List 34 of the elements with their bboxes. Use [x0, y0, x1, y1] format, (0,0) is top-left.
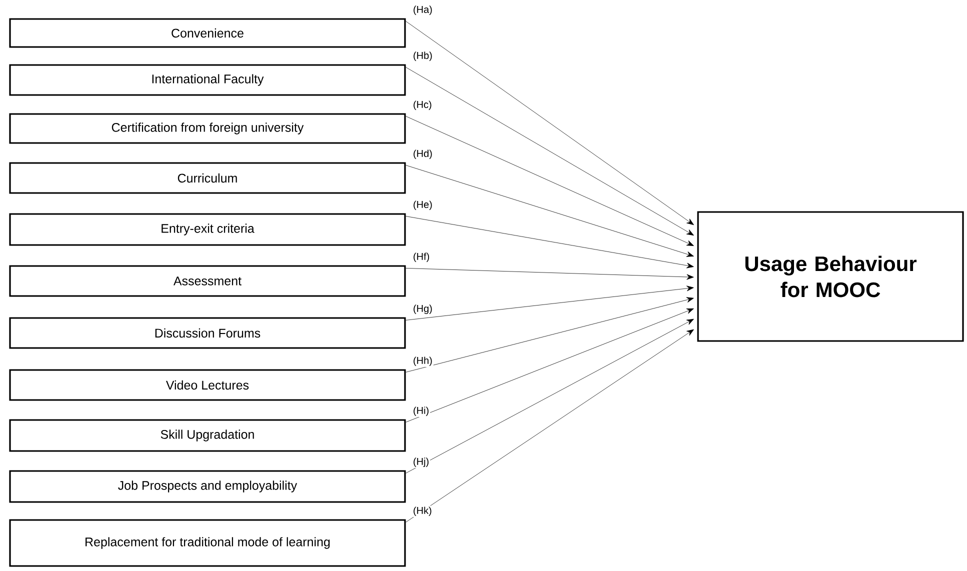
factor-box: Discussion Forums: [9, 317, 406, 349]
edge-label: (Hk): [412, 506, 433, 517]
edge-label: (Ha): [412, 4, 434, 16]
edge-label: (Hj): [412, 456, 430, 468]
edge-label: (Hd): [412, 148, 434, 160]
factor-box: Entry-exit criteria: [9, 213, 406, 246]
arrow: [406, 329, 694, 522]
arrow: [406, 297, 694, 372]
arrow: [406, 21, 694, 226]
edge-label: (Hg): [412, 304, 434, 315]
factor-box: International Faculty: [9, 64, 406, 96]
arrow: [406, 67, 694, 236]
factor-box: Job Prospects and employability: [9, 470, 406, 503]
edge-label: (Hh): [412, 356, 434, 367]
arrow: [406, 165, 694, 257]
factor-box: Replacement for traditional mode of learning: [9, 519, 406, 567]
edge-label: (Hb): [412, 50, 434, 62]
arrow: [406, 268, 694, 280]
factor-box: Curriculum: [9, 162, 406, 194]
edge-label: (Hi): [412, 406, 430, 417]
factor-box: Convenience: [9, 18, 406, 48]
arrow: [406, 216, 694, 268]
factor-box: Assessment: [9, 265, 406, 297]
arrow: [406, 318, 694, 474]
edge-label: (Hc): [412, 100, 433, 111]
factor-box: Certification from foreign university: [9, 113, 406, 144]
outcome-box: Usage Behaviour for MOOC: [697, 211, 964, 342]
edge-label: (He): [412, 200, 434, 211]
factor-box: Skill Upgradation: [9, 419, 406, 452]
arrow: [406, 308, 694, 422]
factor-box: Video Lectures: [9, 369, 406, 401]
arrow: [406, 116, 694, 246]
edge-label: (Hf): [412, 252, 431, 263]
arrow: [406, 286, 694, 320]
